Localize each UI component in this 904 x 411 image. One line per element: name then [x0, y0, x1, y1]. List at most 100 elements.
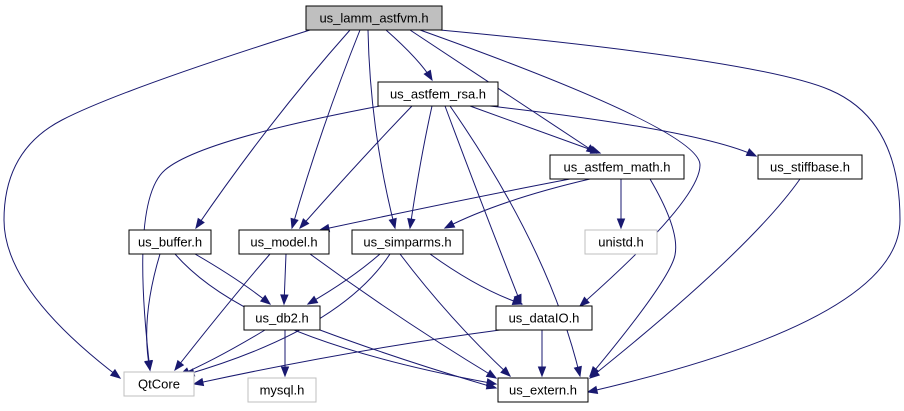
node-box: [549, 154, 685, 180]
node-label: us_model.h: [250, 235, 317, 250]
edge-line: [3, 29, 311, 379]
edge-simparms-to-dataio: [429, 253, 524, 306]
edge-dataio-to-qtcore: [192, 329, 501, 387]
edge-math-to-unistd: [616, 179, 626, 230]
edge-line: [195, 29, 351, 229]
edge-line: [309, 253, 497, 379]
node-box: [377, 81, 499, 107]
nodes-layer: us_lamm_astfvm.h us_astfem_rsa.h us_astfem…: [123, 5, 863, 403]
edge-arrowhead: [306, 295, 319, 305]
edge-rsa-to-model: [299, 105, 413, 230]
edge-line: [193, 329, 501, 385]
edge-arrowhead: [388, 217, 397, 230]
edge-db2-to-mysql: [280, 330, 290, 378]
node-box: [351, 229, 464, 255]
node-label: us_simparms.h: [363, 235, 451, 250]
edge-line: [409, 105, 433, 229]
edge-model-to-extern: [309, 253, 498, 379]
edge-stiff-to-extern: [588, 178, 801, 379]
node-label: QtCore: [138, 377, 180, 392]
edge-buffer-to-extern: [174, 253, 498, 387]
node-mysql: mysql.h: [247, 377, 317, 403]
edge-line: [429, 253, 523, 305]
edge-buffer-to-qtcore: [143, 253, 161, 372]
node-label: mysql.h: [260, 383, 305, 398]
edge-arrowhead: [143, 359, 153, 372]
node-box: [495, 305, 593, 331]
edge-line: [589, 178, 677, 377]
edges-layer: [3, 29, 901, 394]
node-box: [123, 371, 195, 397]
edge-line: [174, 253, 271, 371]
edge-line: [489, 105, 757, 157]
edge-model-to-db2: [280, 253, 289, 306]
edge-line: [399, 253, 511, 377]
edge-line: [319, 178, 571, 231]
edge-line: [385, 29, 433, 81]
node-label: us_lamm_astfvm.h: [319, 11, 428, 26]
node-box: [584, 229, 658, 255]
node-simparms[interactable]: us_simparms.h: [351, 229, 464, 255]
node-math[interactable]: us_astfem_math.h: [549, 154, 685, 180]
edge-arrowhead: [280, 294, 289, 306]
edge-simparms-to-db2: [306, 253, 381, 305]
edge-arrowhead: [407, 217, 416, 230]
edge-arrowhead: [259, 294, 272, 305]
edge-arrowhead: [537, 366, 547, 378]
node-buffer[interactable]: us_buffer.h: [128, 229, 212, 255]
edge-arrowhead: [195, 217, 205, 230]
node-label: us_dataIO.h: [509, 311, 580, 326]
edge-math-to-extern: [589, 178, 677, 378]
node-model[interactable]: us_model.h: [238, 229, 330, 255]
edge-dataio-to-extern: [537, 330, 547, 378]
edge-math-to-simparms: [443, 178, 591, 229]
node-stiff[interactable]: us_stiffbase.h: [757, 154, 863, 180]
edge-db2-to-extern: [319, 329, 498, 390]
edge-root-to-extern: [439, 29, 901, 394]
edge-arrowhead: [500, 366, 512, 377]
edge-arrowhead: [280, 366, 290, 378]
edge-root-to-model: [290, 29, 361, 230]
edge-arrowhead: [485, 381, 498, 390]
edge-root-to-buffer: [195, 29, 351, 230]
node-label: us_astfem_math.h: [564, 160, 671, 175]
edge-arrowhead: [745, 148, 758, 157]
edge-rsa-to-simparms: [407, 105, 433, 230]
node-db2[interactable]: us_db2.h: [243, 305, 321, 331]
edge-line: [291, 29, 361, 229]
edge-rsa-to-math: [469, 105, 602, 154]
edge-arrowhead: [586, 385, 599, 394]
node-dataio[interactable]: us_dataIO.h: [495, 305, 593, 331]
edge-line: [174, 253, 497, 385]
edge-line: [469, 105, 601, 154]
node-label: us_extern.h: [509, 383, 577, 398]
edge-arrowhead: [109, 368, 122, 379]
node-box: [128, 229, 212, 255]
node-root: us_lamm_astfvm.h: [305, 5, 443, 31]
node-unistd: unistd.h: [584, 229, 658, 255]
edge-arrowhead: [589, 145, 602, 154]
edge-root-to-rsa: [385, 29, 433, 82]
edge-line: [367, 29, 396, 229]
edge-root-to-simparms: [367, 29, 397, 230]
node-extern[interactable]: us_extern.h: [497, 377, 589, 403]
edge-line: [444, 178, 591, 229]
edge-rsa-to-stiff: [489, 105, 758, 157]
node-qtcore: QtCore: [123, 371, 195, 397]
edge-line: [142, 105, 381, 371]
edge-math-to-model: [318, 178, 571, 233]
node-rsa[interactable]: us_astfem_rsa.h: [377, 81, 499, 107]
edge-line: [449, 105, 581, 377]
edge-line: [439, 29, 901, 393]
node-box: [305, 5, 443, 31]
edge-arrowhead: [443, 219, 456, 229]
node-label: unistd.h: [598, 235, 644, 250]
edge-arrowhead: [588, 368, 601, 379]
edge-arrowhead: [616, 218, 626, 230]
edge-line: [299, 105, 413, 229]
node-box: [497, 377, 589, 403]
edge-arrowhead: [290, 217, 299, 230]
edge-arrowhead: [485, 369, 498, 379]
edge-arrowhead: [174, 359, 185, 372]
